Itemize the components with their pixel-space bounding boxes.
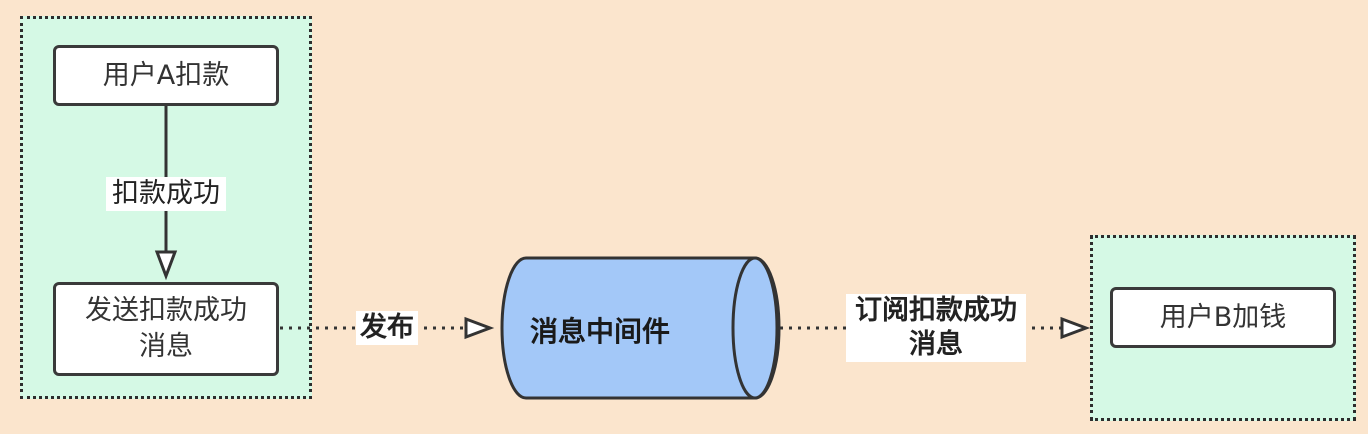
edge-label-subscribe-line2: 消息 bbox=[909, 329, 963, 360]
middleware-cylinder bbox=[500, 256, 781, 400]
arrowhead-send bbox=[154, 250, 178, 281]
node-send-line2: 消息 bbox=[139, 331, 193, 362]
node-user-a-deduct: 用户A扣款 bbox=[53, 45, 279, 106]
arrowhead-userb bbox=[1060, 316, 1091, 340]
edge-label-deduct-success: 扣款成功 bbox=[106, 177, 226, 211]
edge-label-publish: 发布 bbox=[356, 311, 418, 345]
node-send-line1: 发送扣款成功 bbox=[85, 295, 247, 326]
node-send-success-message: 发送扣款成功 消息 bbox=[53, 282, 279, 376]
edge-label-subscribe-line1: 订阅扣款成功 bbox=[855, 295, 1017, 326]
middleware-label: 消息中间件 bbox=[530, 315, 671, 348]
arrowhead-middleware bbox=[464, 316, 495, 340]
edge-label-subscribe: 订阅扣款成功 消息 bbox=[846, 294, 1026, 362]
node-user-b-add-money: 用户B加钱 bbox=[1110, 287, 1336, 348]
